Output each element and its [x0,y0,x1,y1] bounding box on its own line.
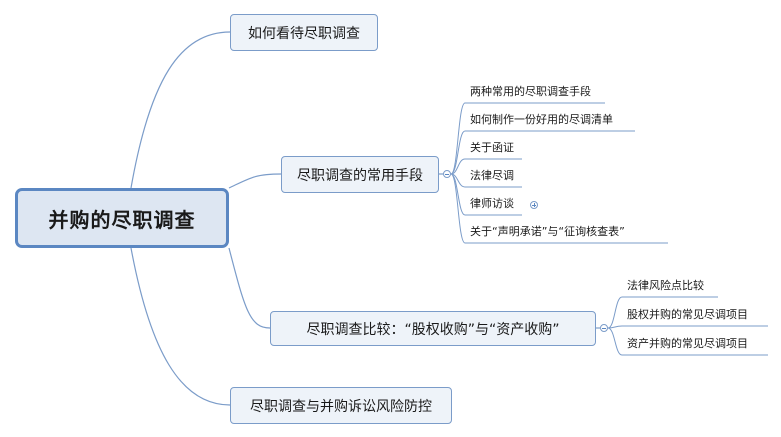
connector-m2-child-0 [607,296,623,329]
main-topic-dd-litigation-risk[interactable]: 尽职调查与并购诉讼风险防控 [230,387,452,424]
subtopic-label: 资产并购的常见尽调项目 [627,337,748,350]
collapse-toggle-icon[interactable] [443,170,451,178]
subtopic-label: 关于函证 [470,141,514,154]
connector-root-main-2 [228,247,271,329]
main-topic-how-to-view-dd[interactable]: 如何看待尽职调查 [230,14,378,51]
connector-m1-child-1 [450,130,466,175]
expand-plus-icon[interactable] [530,201,538,209]
subtopic-label: 法律尽调 [470,169,514,182]
connector-root-main-3 [130,247,231,406]
subtopic-lawyer-interview[interactable]: 律师访谈 [470,194,514,214]
subtopic-asset-acquisition-dd-items[interactable]: 资产并购的常见尽调项目 [627,334,748,354]
root-topic[interactable]: 并购的尽职调查 [15,188,229,248]
subtopic-legal-dd[interactable]: 法律尽调 [470,166,514,186]
main-topic-label: 尽职调查的常用手段 [297,167,423,184]
subtopic-statement-inquiry-form[interactable]: 关于“声明承诺”与“征询核查表” [470,222,625,242]
subtopic-label: 关于“声明承诺”与“征询核查表” [470,225,625,238]
subtopic-label: 法律风险点比较 [627,279,704,292]
subtopic-label: 两种常用的尽职调查手段 [470,85,591,98]
connector-m1-child-5 [450,173,466,244]
main-topic-common-dd-methods[interactable]: 尽职调查的常用手段 [281,156,439,193]
connector-m2-child-2 [607,327,623,356]
subtopic-label: 律师访谈 [470,197,514,210]
subtopic-legal-risk-comparison[interactable]: 法律风险点比较 [627,276,704,296]
main-topic-label: 如何看待尽职调查 [248,25,360,42]
subtopic-label: 如何制作一份好用的尽调清单 [470,113,613,126]
connector-m1-child-2 [450,158,466,175]
main-topic-label: 尽职调查比较：“股权收购”与“资产收购” [306,321,560,338]
connector-m1-child-0 [450,102,466,175]
main-topic-label: 尽职调查与并购诉讼风险防控 [250,398,432,415]
subtopic-dd-checklist[interactable]: 如何制作一份好用的尽调清单 [470,110,613,130]
connector-root-main-1 [228,173,282,189]
subtopic-two-common-dd-methods[interactable]: 两种常用的尽职调查手段 [470,82,591,102]
collapse-toggle-icon[interactable] [600,324,608,332]
root-topic-label: 并购的尽职调查 [48,207,196,232]
connector-root-main-0 [130,31,231,189]
subtopic-equity-acquisition-dd-items[interactable]: 股权并购的常见尽调项目 [627,305,748,325]
main-topic-dd-comparison[interactable]: 尽职调查比较：“股权收购”与“资产收购” [270,311,596,346]
subtopic-label: 股权并购的常见尽调项目 [627,308,748,321]
subtopic-confirmation[interactable]: 关于函证 [470,138,514,158]
